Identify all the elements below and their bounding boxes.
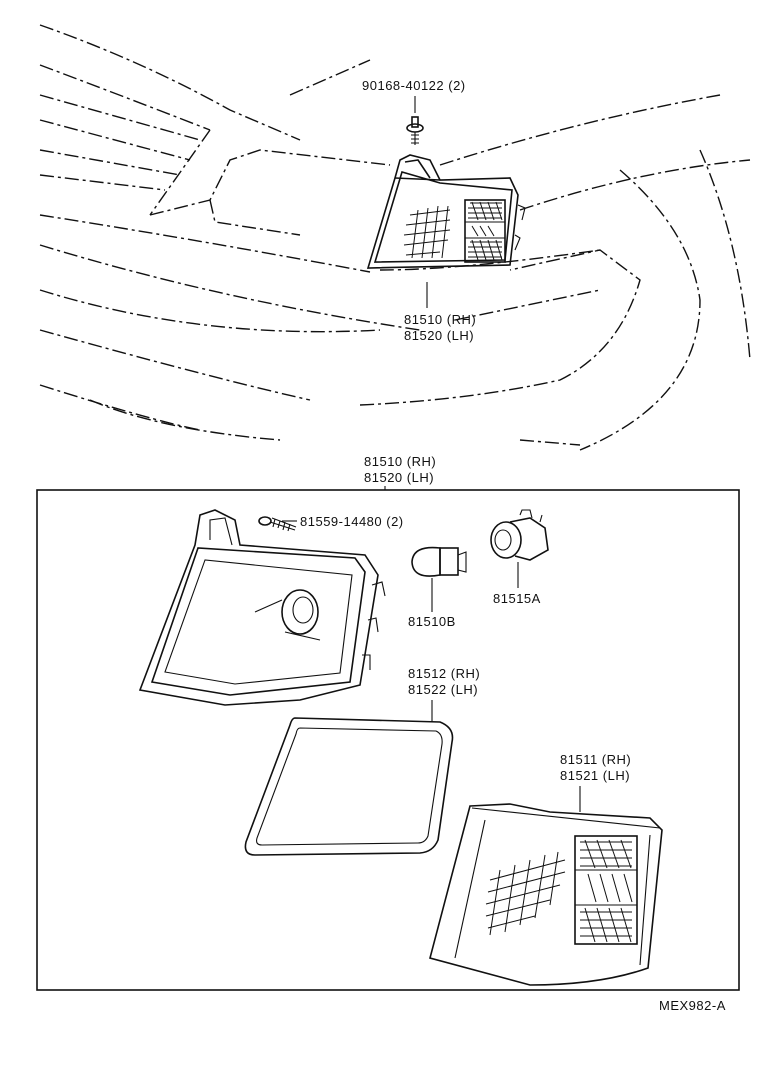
label-lens-lh: 81521 (LH) <box>560 768 630 783</box>
screw-housing <box>258 516 297 532</box>
label-gasket-lh: 81522 (LH) <box>408 682 478 697</box>
label-lamp-top-lh: 81520 (LH) <box>404 328 474 343</box>
label-screw-top: 90168-40122 (2) <box>362 78 466 93</box>
lamp-housing <box>138 509 386 706</box>
label-socket: 81515A <box>493 591 541 606</box>
label-assembly-lh: 81520 (LH) <box>364 470 434 485</box>
label-gasket-rh: 81512 (RH) <box>408 666 480 681</box>
exploded-view-frame <box>36 489 740 991</box>
screw-top <box>406 116 424 145</box>
figure-code: MEX982-A <box>659 998 726 1013</box>
socket <box>490 509 549 561</box>
label-assembly-rh: 81510 (RH) <box>364 454 436 469</box>
bulb <box>411 546 467 577</box>
label-screw-housing: 81559-14480 (2) <box>300 514 404 529</box>
lens <box>429 803 663 986</box>
label-lens-rh: 81511 (RH) <box>560 752 631 767</box>
label-bulb: 81510B <box>408 614 456 629</box>
corner-lamp-installed <box>366 154 526 269</box>
vehicle-front-outline <box>39 24 751 451</box>
gasket <box>244 717 454 856</box>
label-lamp-top-rh: 81510 (RH) <box>404 312 476 327</box>
